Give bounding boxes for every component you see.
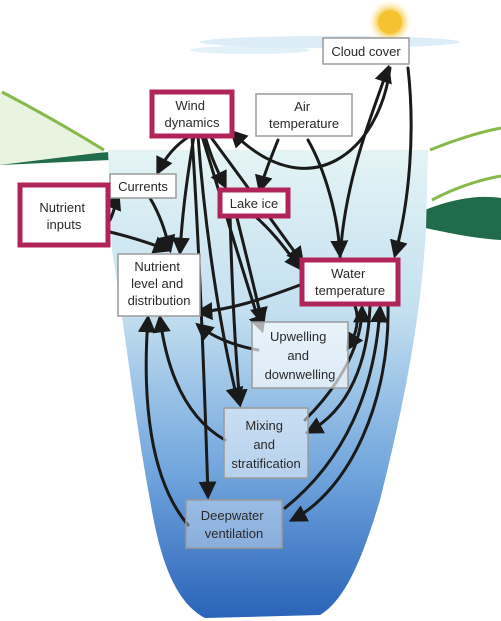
arrow-water-to-cloud: [338, 64, 392, 260]
node-text: Water temperature: [315, 266, 385, 298]
node-text: Deepwater ventilation: [201, 508, 268, 541]
arrow-cloud-to-wind: [229, 66, 392, 170]
node-text: Nutrient inputs: [39, 200, 88, 232]
node-wind-dynamics[interactable]: Wind dynamics: [149, 89, 235, 139]
arrow-wind-to-nutrient: [171, 134, 196, 256]
node-currents[interactable]: Currents: [109, 173, 177, 199]
right-shore: [425, 196, 501, 240]
node-text: Cloud cover: [331, 44, 401, 59]
sun-core: [378, 10, 402, 34]
node-text: Upwelling and downwelling: [265, 329, 336, 382]
node-cloud-cover[interactable]: Cloud cover: [322, 37, 410, 65]
left-grass-edge: [1, 90, 105, 152]
arrow-lakeice-to-upwelling: [234, 212, 268, 326]
left-grass: [0, 92, 105, 165]
node-text: Air temperature: [269, 99, 339, 131]
arrow-cloud-to-water: [390, 66, 413, 259]
arrow-water-to-nutrient: [194, 283, 302, 321]
arrow-wind-to-mixing: [196, 134, 244, 406]
arrow-air-to-water: [306, 138, 349, 259]
node-water-temperature[interactable]: Water temperature: [299, 257, 401, 307]
arrow-water-to-mixing: [304, 304, 372, 434]
arrow-mixing-to-nutrient: [152, 314, 227, 442]
arrow-lakeice-to-mixing: [228, 212, 248, 408]
node-text: Nutrient level and distribution: [128, 259, 191, 308]
node-nutrient-inputs[interactable]: Nutrient inputs: [17, 182, 111, 248]
node-air-temperature[interactable]: Air temperature: [255, 93, 353, 137]
node-lake-ice[interactable]: Lake ice: [217, 187, 291, 219]
node-text: Currents: [118, 179, 168, 194]
cloud-shape: [190, 46, 310, 54]
node-text: Wind dynamics: [165, 98, 220, 130]
node-mixing[interactable]: Mixing and stratification: [223, 407, 309, 479]
node-text: Lake ice: [230, 196, 278, 211]
arrow-air-to-lakeice: [255, 138, 280, 194]
arrow-wind-to-lakeice: [203, 134, 227, 190]
arrow-water-to-deepwater: [288, 304, 390, 522]
arrow-deepwater-to-water: [283, 304, 389, 510]
arrow-upwelling-to-nutrient: [195, 322, 260, 352]
right-grass-edge: [431, 174, 501, 202]
node-deepwater[interactable]: Deepwater ventilation: [185, 499, 283, 549]
node-upwelling[interactable]: Upwelling and downwelling: [251, 321, 349, 389]
right-grass-edge: [429, 126, 501, 152]
arrow-deepwater-to-nutrient: [137, 314, 190, 527]
node-text: Mixing and stratification: [231, 418, 300, 471]
arrow-currents-to-nutrient: [148, 196, 176, 254]
node-nutrient-level[interactable]: Nutrient level and distribution: [117, 253, 201, 317]
